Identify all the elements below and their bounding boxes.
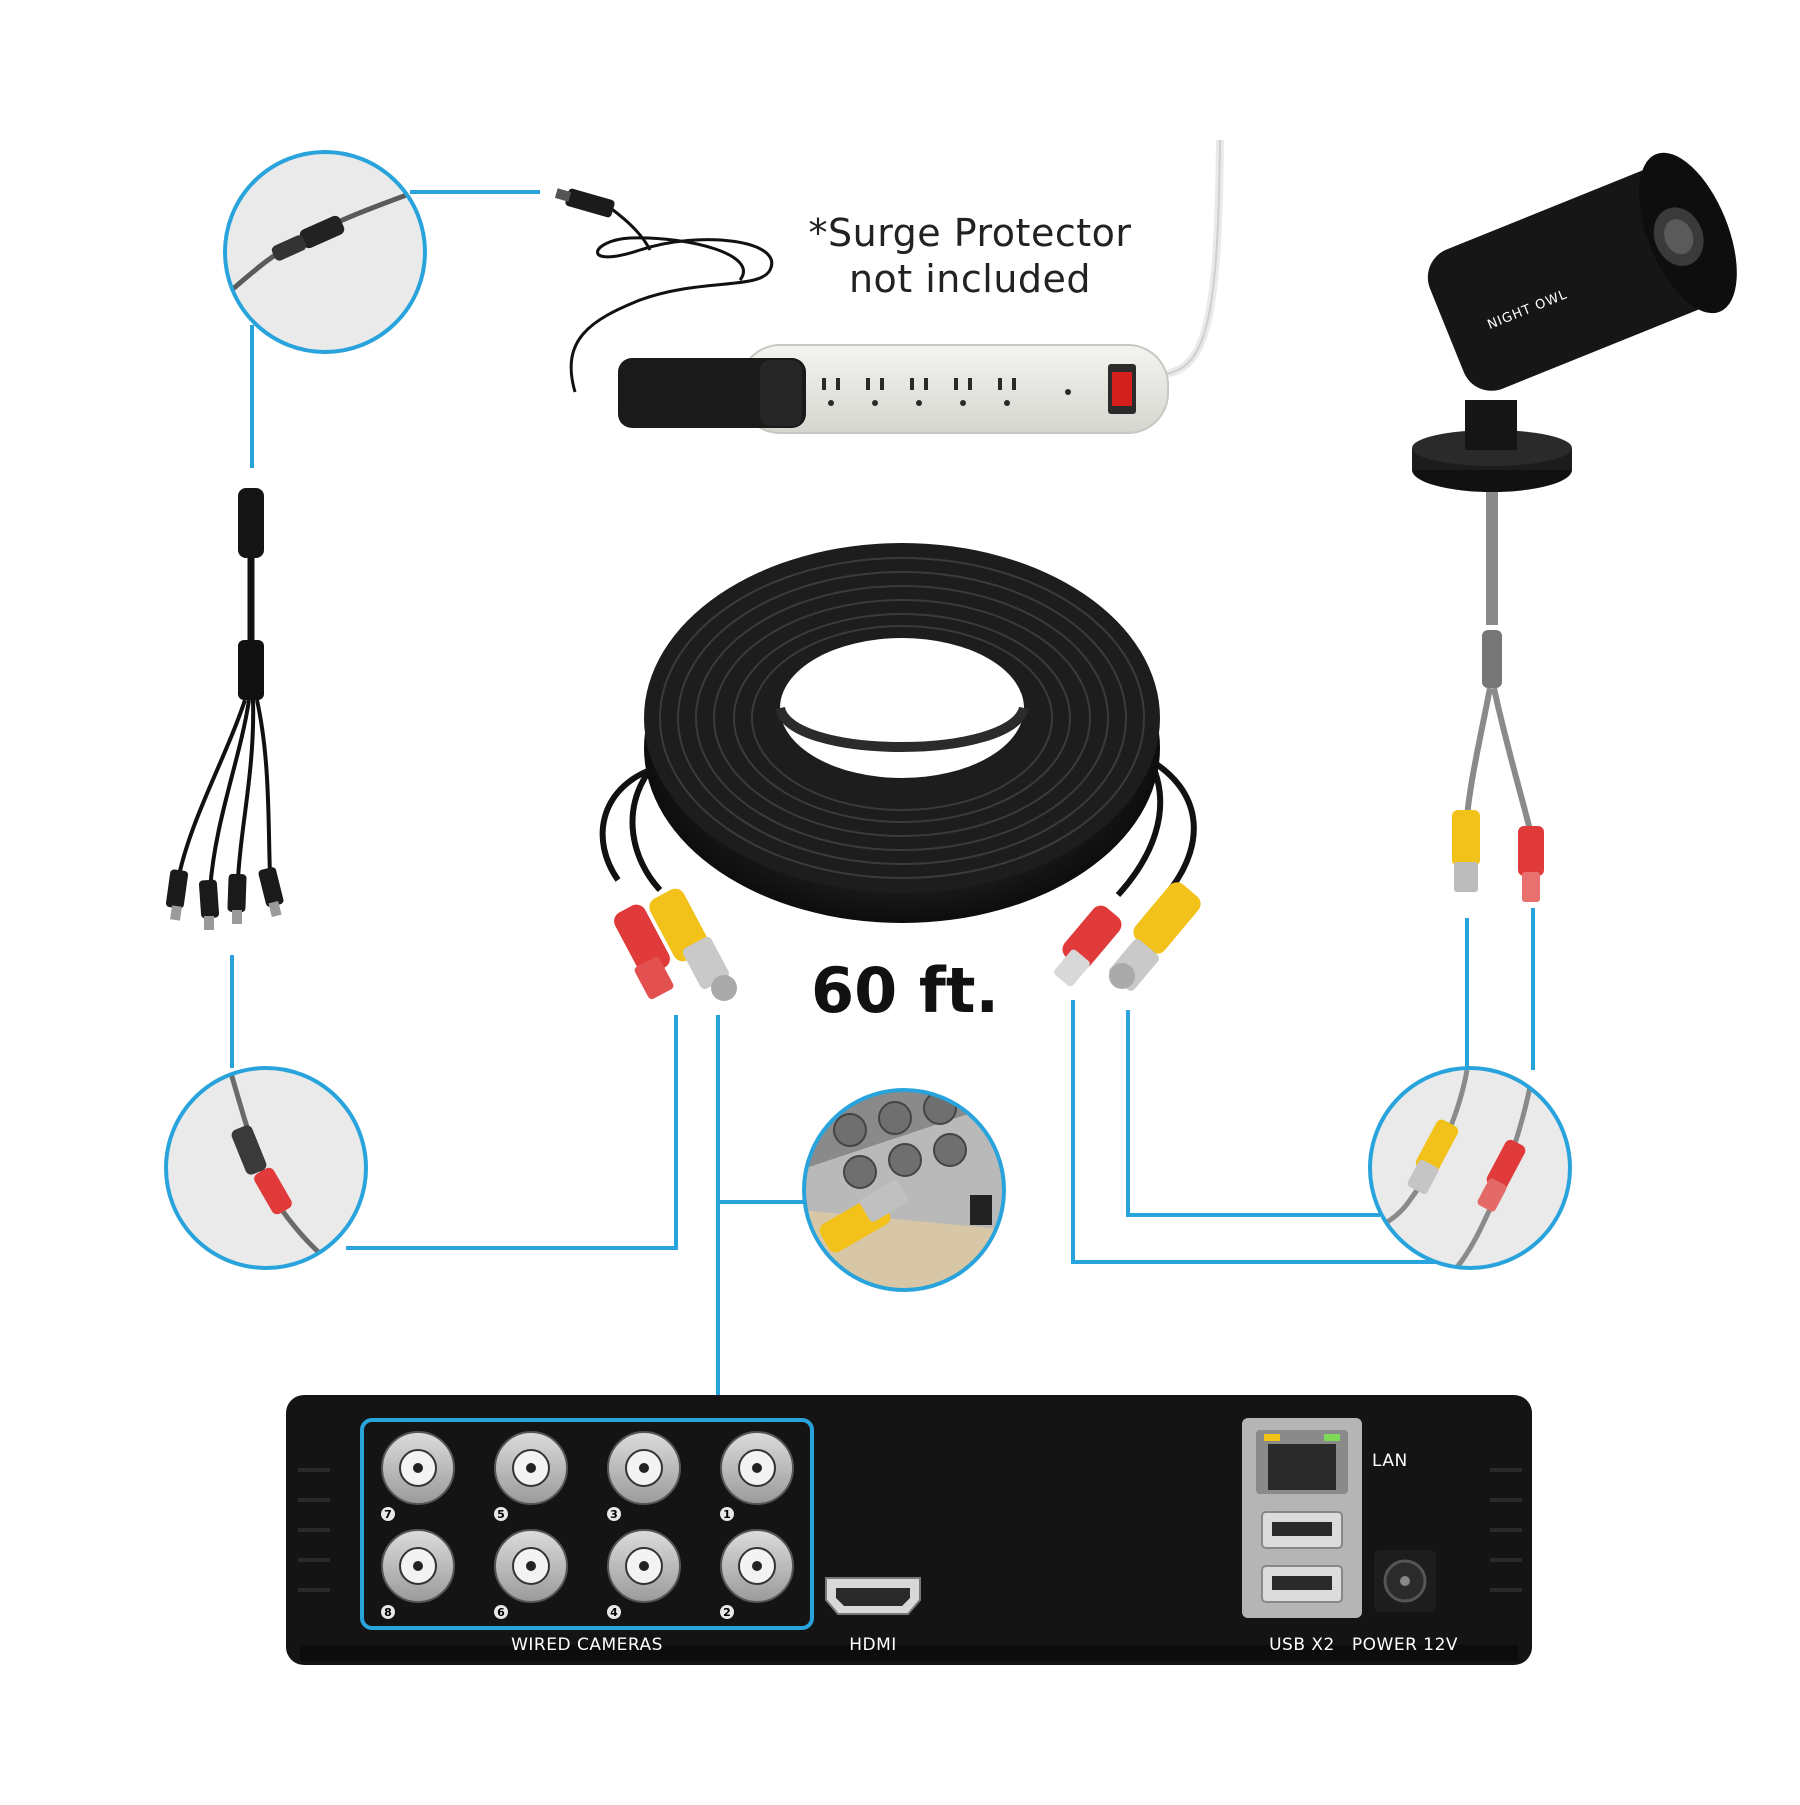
- wired-cameras-port-group: [360, 1418, 814, 1630]
- camera-bnc-yellow: [1452, 810, 1480, 866]
- detail-circle-bnc-dvr: [802, 1088, 1006, 1292]
- connector-line-bottomleft: [346, 1015, 678, 1250]
- cable-right-bnc-yellow: [1133, 882, 1201, 954]
- wired-cameras-label: WIRED CAMERAS: [511, 1635, 663, 1655]
- dvr-recorder: 7 5 3 1 8 6 4 2 WIRED CAMERAS HDMI LAN U…: [286, 1395, 1532, 1665]
- detail-circle-camera-join: [1368, 1066, 1572, 1270]
- cable-length-label: 60 ft.: [811, 954, 999, 1027]
- port-number: 5: [497, 1508, 505, 1521]
- power-label: POWER 12V: [1352, 1635, 1458, 1655]
- power-adapter-brick: [618, 358, 806, 428]
- connector-lines: [230, 190, 1535, 1418]
- note-line-1: *Surge Protector: [809, 211, 1132, 255]
- port-number: 3: [610, 1508, 618, 1521]
- power-adapter: [554, 139, 1224, 434]
- detail-circle-splitter-join: [164, 1066, 368, 1270]
- cable-end-right: [1054, 882, 1201, 991]
- bullet-camera: NIGHT OWL: [1412, 152, 1737, 902]
- power-splitter: [165, 488, 284, 930]
- note-line-2: not included: [849, 257, 1091, 301]
- port-number: 1: [723, 1508, 731, 1521]
- connector-line-right-inner: [1126, 1010, 1380, 1217]
- port-number: 7: [384, 1508, 392, 1521]
- cable-coil: [599, 543, 1197, 923]
- connector-line-right-outer: [1071, 1000, 1470, 1264]
- cable-left-bnc-yellow: [649, 888, 709, 962]
- dc-plug: [565, 188, 615, 218]
- camera-power-red: [1518, 826, 1544, 876]
- usb-label: USB X2: [1269, 1635, 1335, 1655]
- port-number: 4: [610, 1606, 618, 1619]
- port-number: 6: [497, 1606, 505, 1619]
- surge-protector-note: *Surge Protector not included: [809, 211, 1132, 301]
- port-number: 2: [723, 1606, 731, 1619]
- port-number: 8: [384, 1606, 392, 1619]
- detail-circle-power-join: [223, 150, 427, 354]
- cable-end-left: [614, 888, 737, 1001]
- lan-label: LAN: [1372, 1451, 1408, 1471]
- hdmi-label: HDMI: [849, 1635, 897, 1655]
